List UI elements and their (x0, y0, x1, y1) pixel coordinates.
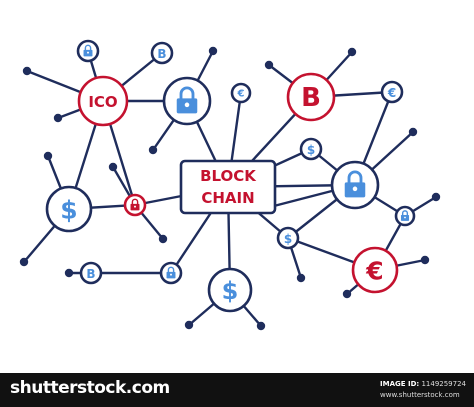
dollar-node: $ (299, 137, 323, 161)
lock-keyhole (134, 205, 136, 208)
dollar-icon: $ (284, 232, 292, 246)
bitcoin-icon: B (301, 83, 321, 113)
lock-icon (166, 266, 176, 279)
lock-node (76, 39, 100, 63)
endpoint-dot (256, 321, 266, 331)
node-ring (351, 246, 399, 294)
lock-icon (83, 44, 93, 57)
bitcoin-icon: B (157, 47, 166, 61)
node-ring (77, 75, 129, 127)
center-label-line1: BLOCK (200, 167, 257, 185)
brand-logo: shutterstock.com (10, 378, 170, 398)
bitcoin-node: B (150, 41, 174, 65)
node-ring (286, 72, 336, 122)
lock-keyhole (87, 51, 89, 54)
node-ring (276, 226, 300, 250)
lock-keyhole (404, 216, 406, 219)
bitcoin-node: B (286, 72, 336, 122)
lock-shackle (401, 210, 409, 216)
lock-icon (176, 86, 198, 114)
endpoint-dot (184, 320, 194, 330)
node-ring (207, 267, 253, 313)
lock-shackle (84, 44, 92, 51)
site-url: www.shutterstock.com (380, 391, 460, 399)
endpoint-dot (264, 60, 274, 70)
node-ring (230, 82, 252, 104)
blockchain-network-diagram: ICO B $ $ € B € € $ $ B BLOCK CHAIN (19, 39, 441, 331)
euro-icon: € (237, 89, 245, 100)
blockchain-center-box: BLOCK CHAIN (179, 159, 277, 215)
dollar-icon: $ (222, 277, 239, 305)
stock-footer: shutterstock.com IMAGE ID: 1149259724 ww… (0, 373, 474, 407)
dollar-node: $ (207, 267, 253, 313)
endpoint-dot (148, 145, 158, 155)
node-ring (150, 41, 174, 65)
node-ring (380, 80, 404, 104)
network-nodes: ICO B $ $ € B € € $ $ B (45, 39, 416, 313)
image-id-label: IMAGE ID: (380, 380, 420, 388)
ico-node: ICO (77, 75, 129, 127)
bitcoin-icon: B (86, 267, 95, 281)
endpoint-dot (408, 127, 418, 137)
lock-shackle (167, 266, 175, 273)
lock-keyhole (352, 186, 358, 192)
euro-node: € (230, 82, 252, 104)
bitcoin-node: B (79, 261, 103, 285)
dollar-node: $ (276, 226, 300, 250)
euro-icon: € (387, 86, 396, 100)
dollar-icon: $ (307, 143, 315, 157)
center-label-line2: CHAIN (201, 189, 254, 207)
endpoint-dot (420, 255, 430, 265)
endpoint-dot (53, 113, 63, 123)
ico-label: ICO (88, 93, 117, 111)
lock-icon (400, 210, 410, 221)
image-meta: IMAGE ID: 1149259724 www.shutterstock.co… (380, 379, 466, 401)
node-ring (299, 137, 323, 161)
lock-node (159, 261, 183, 285)
euro-node: € (351, 246, 399, 294)
endpoint-dot (108, 162, 118, 172)
endpoint-dot (19, 257, 29, 267)
endpoint-dot (158, 234, 168, 244)
lock-node (162, 76, 212, 126)
lock-shackle (347, 170, 363, 184)
image-id: 1149259724 (421, 380, 466, 388)
network-endpoints (19, 46, 441, 331)
lock-icon (344, 170, 366, 198)
node-ring (45, 185, 93, 233)
lock-shackle (131, 198, 139, 205)
endpoint-dot (43, 151, 53, 161)
node-ring (79, 261, 103, 285)
endpoint-dot (22, 66, 32, 76)
lock-node (394, 205, 416, 227)
euro-node: € (380, 80, 404, 104)
lock-keyhole (184, 102, 190, 108)
lock-node (330, 160, 380, 210)
endpoint-dot (296, 273, 306, 283)
endpoint-dot (347, 47, 357, 57)
lock-icon (130, 198, 140, 211)
lock-keyhole (170, 273, 172, 276)
dollar-icon: $ (60, 196, 77, 225)
lock-node (123, 193, 147, 217)
endpoint-dot (64, 268, 74, 278)
euro-icon: € (365, 257, 383, 286)
lock-shackle (179, 86, 195, 100)
dollar-node: $ (45, 185, 93, 233)
endpoint-dot (208, 46, 218, 56)
endpoint-dot (431, 192, 441, 202)
endpoint-dot (342, 289, 352, 299)
